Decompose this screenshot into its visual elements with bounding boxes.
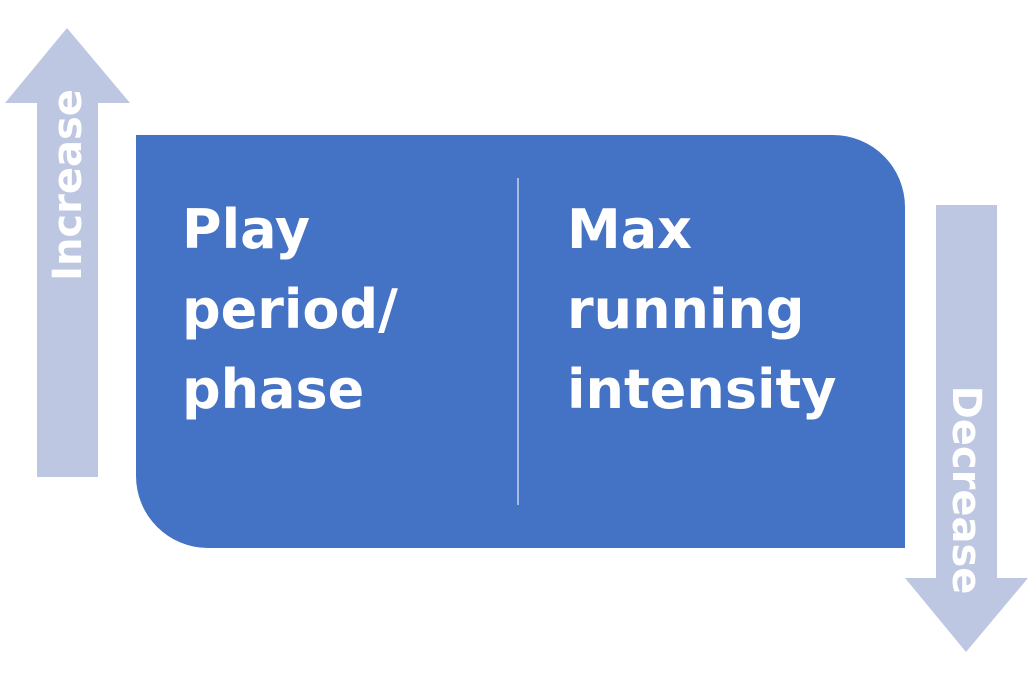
left-line: Play xyxy=(182,198,311,261)
left-line: phase xyxy=(182,358,365,421)
decrease-arrow-icon xyxy=(905,205,1028,652)
decrease-label: Decrease xyxy=(943,385,989,595)
increase-arrow-icon xyxy=(5,28,130,477)
main-box xyxy=(136,135,905,548)
left-text: Play period/ phase xyxy=(182,190,398,430)
right-text: Max running intensity xyxy=(567,190,837,430)
divider xyxy=(517,178,519,505)
left-line: period/ xyxy=(182,278,398,341)
increase-label: Increase xyxy=(45,89,91,281)
right-line: Max xyxy=(567,198,693,261)
right-line: intensity xyxy=(567,358,837,421)
right-line: running xyxy=(567,278,805,341)
